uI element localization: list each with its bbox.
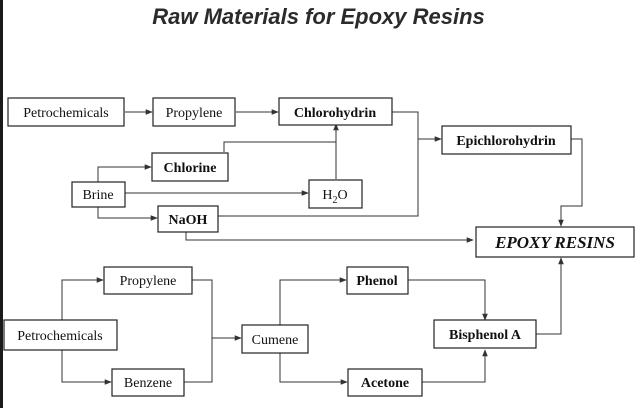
arrow-acetone-to-bisphenol: [422, 349, 488, 383]
node-benzene: Benzene: [111, 368, 185, 397]
node-label: Epichlorohydrin: [456, 134, 556, 149]
page-title: Raw Materials for Epoxy Resins: [152, 4, 485, 29]
arrow-bisphenol-to-epoxy: [536, 257, 564, 335]
node-h2o: H2O: [308, 179, 363, 209]
node-propylene-bottom: Propylene: [103, 266, 193, 295]
line-propylene-to-cumene: [192, 279, 213, 338]
line-naoh-to-chlorohydrin: [218, 112, 419, 217]
connectors-top: [97, 109, 583, 243]
node-label: Chlorohydrin: [294, 106, 376, 121]
node-epoxy-resins: EPOXY RESINS: [475, 226, 635, 258]
arrow-cumene-to-phenol: [279, 277, 347, 325]
node-chlorohydrin: Chlorohydrin: [278, 97, 393, 126]
line-chlorine-to-chlorohydrin: [223, 141, 336, 152]
node-label: EPOXY RESINS: [494, 233, 615, 252]
page-edge: [0, 0, 3, 408]
node-petrochemicals-bottom: Petrochemicals: [3, 319, 118, 351]
node-petrochemicals-top: Petrochemicals: [7, 97, 125, 127]
node-label: Acetone: [361, 376, 409, 391]
arrow-brine-to-chlorine: [97, 164, 152, 182]
node-acetone: Acetone: [347, 368, 423, 397]
node-epichlorohydrin: Epichlorohydrin: [441, 125, 572, 155]
arrow-phenol-to-bisphenol: [408, 279, 488, 321]
node-naoh: NaOH: [157, 205, 219, 233]
node-label: Petrochemicals: [23, 106, 109, 121]
node-label: Propylene: [166, 106, 223, 121]
node-label: Phenol: [356, 274, 397, 289]
arrow-petro-to-propylene-bottom: [61, 277, 104, 320]
node-label: NaOH: [169, 213, 208, 228]
arrow-epichlorohydrin-to-epoxy: [558, 138, 583, 227]
arrow-petro-to-benzene: [61, 350, 112, 385]
node-label: Brine: [82, 188, 113, 203]
node-label: Benzene: [124, 376, 172, 391]
connectors-bottom: [61, 257, 564, 385]
node-cumene: Cumene: [241, 324, 309, 354]
line-benzene-to-cumene: [184, 338, 213, 383]
node-chlorine: Chlorine: [151, 152, 229, 182]
node-label: Cumene: [252, 333, 299, 348]
node-brine: Brine: [71, 181, 126, 208]
arrow-brine-to-naoh: [97, 206, 158, 221]
arrow-naoh-to-epoxy: [185, 231, 474, 243]
node-label: Propylene: [120, 274, 177, 289]
node-propylene-top: Propylene: [152, 97, 236, 127]
arrow-chlorohydrin-to-epichlorohydrin: [392, 111, 442, 142]
node-bisphenol-a: Bisphenol A: [433, 319, 537, 349]
node-label: H2O: [322, 188, 347, 206]
node-phenol: Phenol: [346, 266, 409, 295]
node-label: Bisphenol A: [449, 328, 522, 343]
arrow-cumene-to-acetone: [279, 352, 348, 385]
node-label: Petrochemicals: [17, 329, 103, 344]
node-label: Chlorine: [164, 161, 217, 176]
